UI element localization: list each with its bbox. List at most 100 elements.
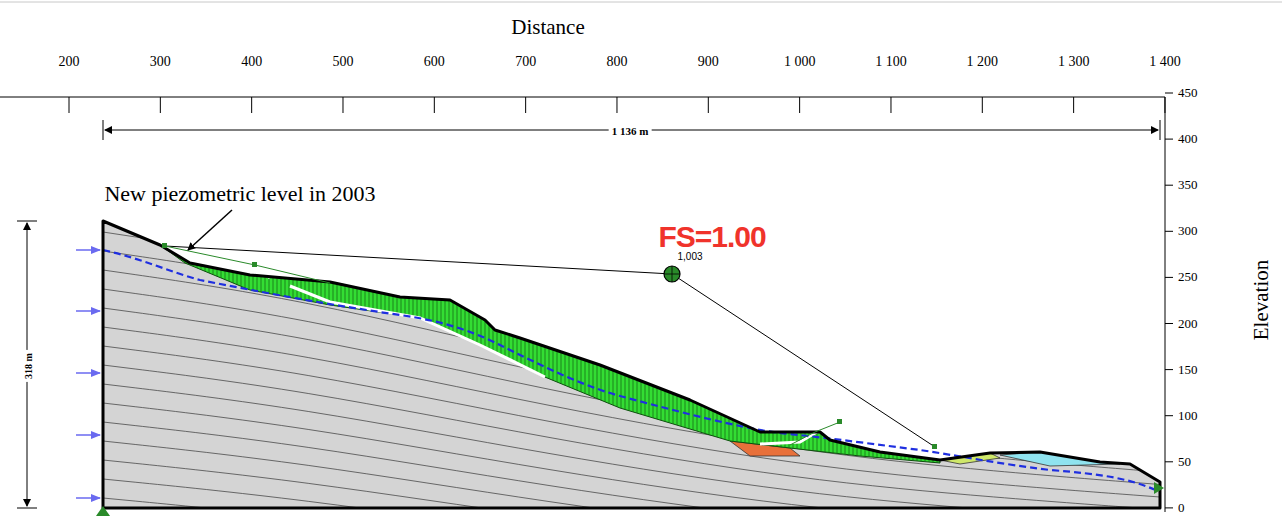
slice-line xyxy=(645,230,646,470)
dimension-label: 318 m xyxy=(23,350,34,382)
slice-line xyxy=(789,230,790,470)
tick-label: 300 xyxy=(1178,224,1198,238)
slice-line xyxy=(429,230,430,470)
slice-line xyxy=(869,230,870,470)
stratum-line xyxy=(103,289,1160,460)
slice-line xyxy=(497,230,498,470)
slice-line xyxy=(873,230,874,470)
tick-label: 450 xyxy=(1178,86,1198,100)
slice-line xyxy=(445,230,446,470)
slice-line xyxy=(477,230,478,470)
slice-line xyxy=(725,230,726,470)
pressure-arrow xyxy=(76,497,100,499)
slice-line xyxy=(233,230,234,470)
slice-line xyxy=(773,230,774,470)
slice-line xyxy=(653,230,654,470)
slice-line xyxy=(329,230,330,470)
model-outline xyxy=(103,221,1160,508)
slice-line xyxy=(877,230,878,470)
slice-line xyxy=(397,230,398,470)
slice-line xyxy=(373,230,374,470)
axis-ticks xyxy=(69,97,1165,113)
slice-line xyxy=(649,230,650,470)
slice-line xyxy=(337,230,338,470)
dimension-line xyxy=(27,223,28,360)
slice-line xyxy=(777,230,778,470)
slice-line xyxy=(845,230,846,470)
axis-tick xyxy=(1073,97,1074,113)
slice-line xyxy=(565,230,566,470)
axis-tick xyxy=(434,97,435,113)
slice-line xyxy=(237,230,238,470)
slice-line xyxy=(925,230,926,470)
axis-tick xyxy=(1165,369,1173,370)
tick-label: 1 400 xyxy=(1149,54,1181,69)
slice-line xyxy=(389,230,390,470)
slice-line xyxy=(677,230,678,470)
slice-line xyxy=(717,230,718,470)
slice-line xyxy=(889,230,890,470)
slice-line xyxy=(749,230,750,470)
slice-line xyxy=(829,230,830,470)
tick-label: 50 xyxy=(1178,455,1191,469)
slice-line xyxy=(881,230,882,470)
slice-line xyxy=(593,230,594,470)
slice-line xyxy=(393,230,394,470)
slip-centre xyxy=(672,266,673,282)
tick-label: 900 xyxy=(698,54,719,69)
tick-label: 350 xyxy=(1178,178,1198,192)
grid-handle xyxy=(252,262,257,267)
tick-label: 400 xyxy=(1178,132,1198,146)
tick-label: 200 xyxy=(1178,316,1198,330)
slice-line xyxy=(713,230,714,470)
slice-line xyxy=(941,230,942,470)
slice-line xyxy=(561,230,562,470)
slice-line xyxy=(317,230,318,470)
leader-line xyxy=(188,210,232,250)
slice-line xyxy=(333,230,334,470)
slice-line xyxy=(621,230,622,470)
slice-line xyxy=(577,230,578,470)
stratum-line xyxy=(103,346,1160,497)
axis-tick xyxy=(616,97,617,113)
slice-line xyxy=(721,230,722,470)
frame-line xyxy=(0,2,1282,3)
axis-tick xyxy=(1165,231,1173,232)
slice-line xyxy=(609,230,610,470)
slice-line xyxy=(861,230,862,470)
axis-tick xyxy=(160,97,161,113)
axis-tick xyxy=(1165,461,1173,462)
dimension-line xyxy=(27,372,28,506)
slice-line xyxy=(665,230,666,470)
pressure-arrow xyxy=(76,310,100,312)
slice-line xyxy=(189,230,190,470)
stratum-line xyxy=(103,479,1160,522)
slice-line xyxy=(629,230,630,470)
slice-line xyxy=(437,230,438,470)
slice-line xyxy=(269,230,270,470)
slice-line xyxy=(541,230,542,470)
slice-line xyxy=(537,230,538,470)
slice-line xyxy=(405,230,406,470)
slice-line xyxy=(585,230,586,470)
slice-line xyxy=(697,230,698,470)
slice-line xyxy=(809,230,810,470)
slice-line xyxy=(737,230,738,470)
slice-line xyxy=(613,230,614,470)
piezometric-line xyxy=(103,250,1160,492)
slice-line xyxy=(321,230,322,470)
tick-label: 500 xyxy=(332,54,353,69)
tick-label: 1 000 xyxy=(784,54,816,69)
slice-line xyxy=(357,230,358,470)
slice-line xyxy=(913,230,914,470)
pressure-arrow xyxy=(76,249,100,251)
slice-line xyxy=(369,230,370,470)
tick-label: 1 300 xyxy=(1058,54,1090,69)
stratum-line xyxy=(103,517,1160,522)
axis-tick xyxy=(1165,323,1173,324)
slice-line xyxy=(213,230,214,470)
slice-line xyxy=(617,230,618,470)
slice-line xyxy=(297,230,298,470)
dimension-tick xyxy=(17,508,37,509)
slice-line xyxy=(273,230,274,470)
